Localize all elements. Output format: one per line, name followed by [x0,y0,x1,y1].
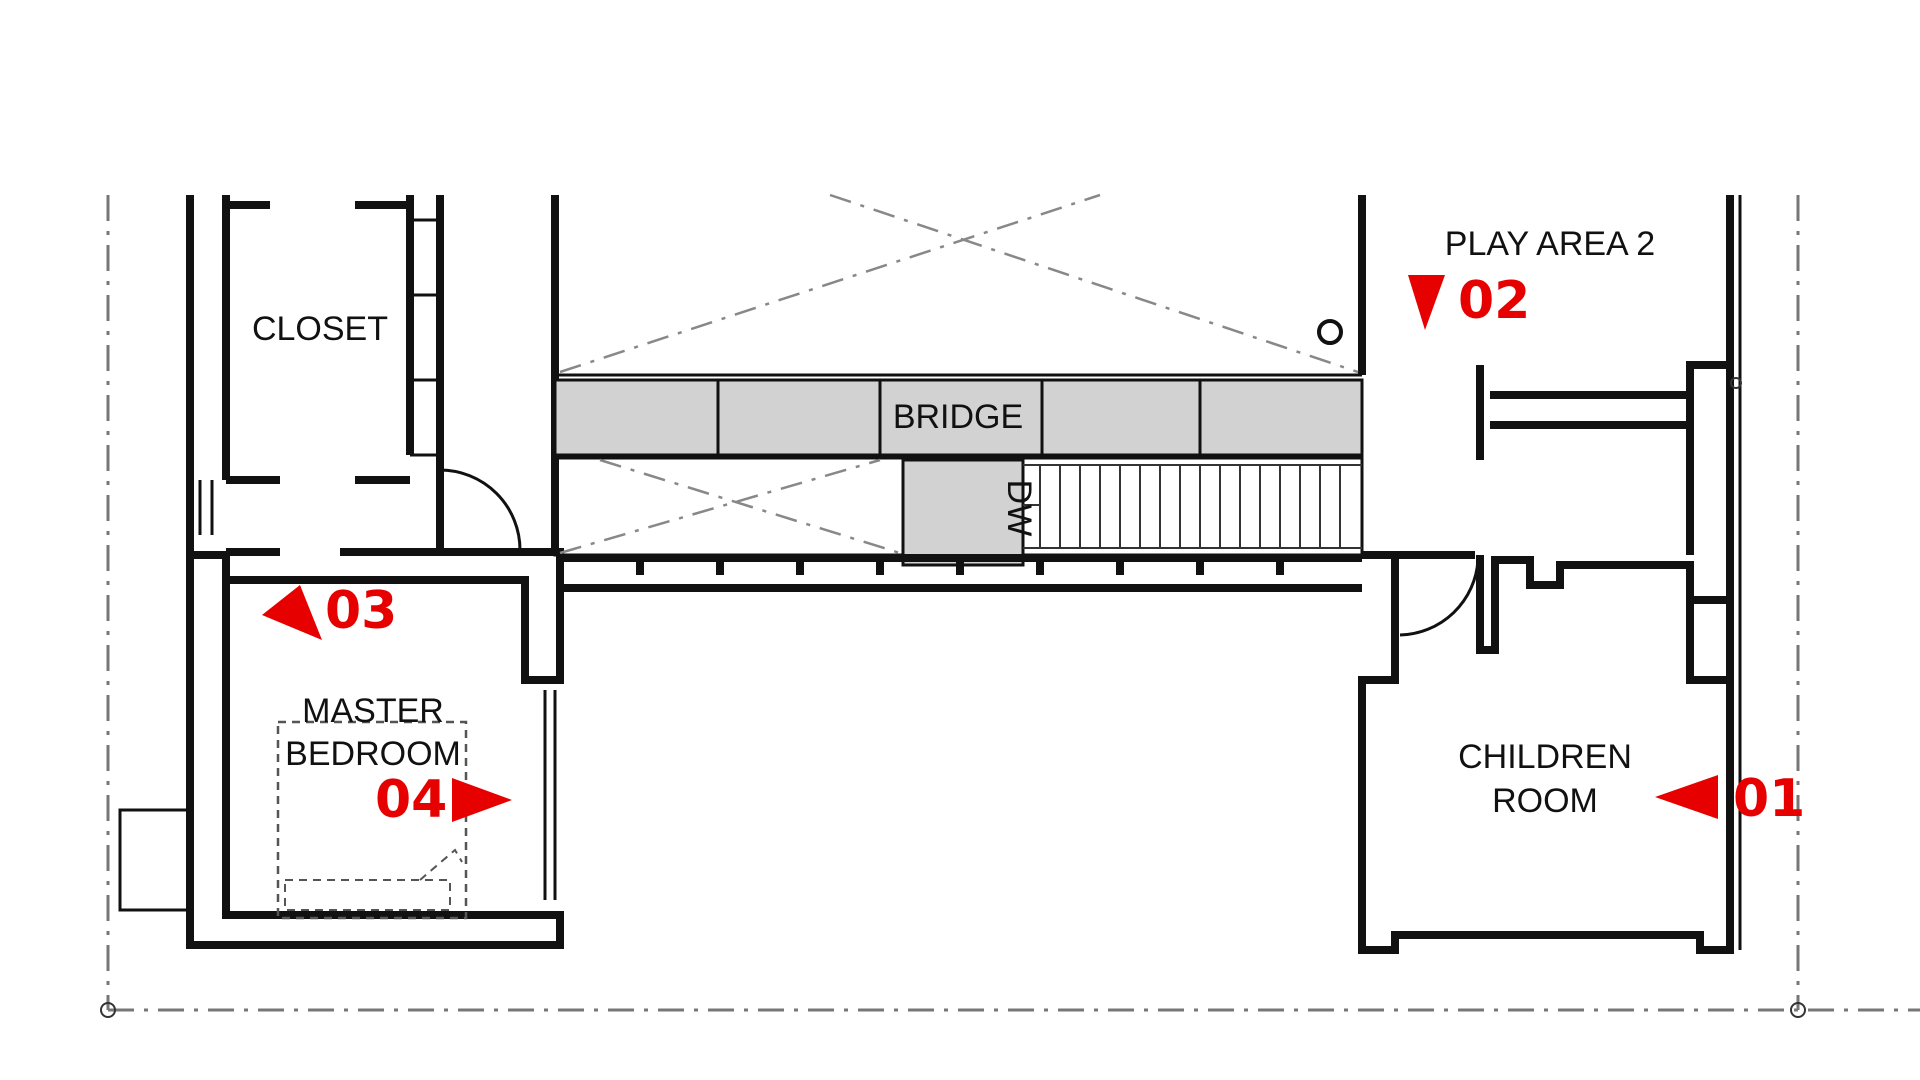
view-marker-04: 04 [375,770,512,830]
void-cross [551,193,1366,555]
master-bedroom-label-line1: MASTER [302,692,444,730]
closet-walls [186,195,530,556]
axis-lines [100,195,1920,1018]
view-marker-01-label: 01 [1733,769,1805,829]
view-arrow-right-icon [452,778,512,822]
bridge-label: BRIDGE [893,398,1023,436]
view-marker-03-label: 03 [325,581,397,641]
children-room-walls [1358,195,1742,954]
view-marker-01: 01 [1655,769,1805,829]
bed [276,720,468,920]
corridor-railing [560,554,1362,592]
view-marker-03: 03 [262,581,397,641]
play-area-label: PLAY AREA 2 [1445,225,1655,263]
stair-treads [1023,464,1362,549]
room-labels: PLAY AREA 2 CLOSET BRIDGE DW MASTER BEDR… [252,225,1655,820]
view-marker-02: 02 [1408,271,1530,331]
bridge [553,378,1364,457]
view-arrow-upleft-icon [262,585,322,640]
children-room-label-line1: CHILDREN [1458,738,1632,776]
view-markers: 01 02 03 04 [262,271,1805,830]
view-marker-04-label: 04 [375,770,447,830]
stair-dw-label: DW [1000,480,1038,537]
view-arrow-down-icon [1408,275,1445,330]
children-room-label-line2: ROOM [1492,782,1598,820]
view-marker-02-label: 02 [1458,271,1530,331]
stair-area [553,456,1364,567]
view-arrow-left-icon [1655,775,1718,819]
closet-label: CLOSET [252,310,388,348]
master-bedroom-label-line2: BEDROOM [285,735,461,773]
